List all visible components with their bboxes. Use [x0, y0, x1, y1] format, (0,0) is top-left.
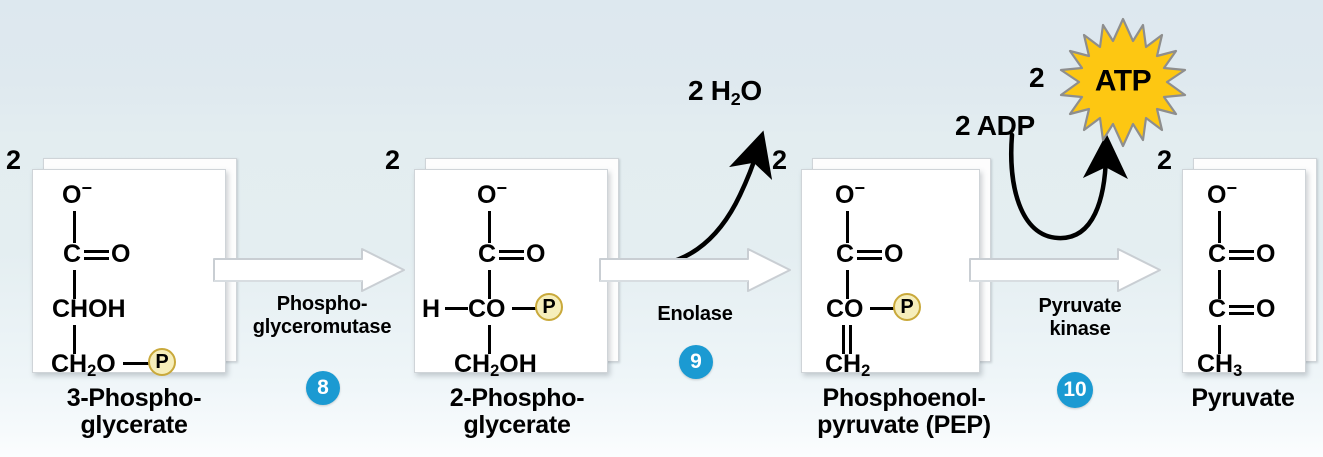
- enzyme-label-line1: Pyruvate: [1038, 295, 1122, 317]
- enzyme-label-line2: kinase: [1049, 318, 1111, 340]
- atom-group-ch2: CH2: [825, 350, 871, 380]
- bond-o-to-c1: [73, 211, 76, 243]
- phosphate-group-icon: P: [535, 293, 563, 321]
- atom-oxygen-top: O−: [62, 178, 92, 209]
- atom-carbon-1: C: [836, 240, 855, 268]
- atom-group-co: CO: [468, 295, 506, 323]
- atom-group-choh: CHOH: [52, 295, 126, 323]
- enzyme-label-line1: Enolase: [657, 303, 733, 325]
- bond-double-c1-o: [1229, 250, 1254, 260]
- atom-oxygen-top: O−: [477, 178, 507, 209]
- molecule-card-phosphoenolpyruvate: O− C O CO P CH2: [801, 158, 991, 379]
- atom-oxygen-carbonyl: O: [526, 240, 546, 268]
- molecule-2-multiplier: 2: [385, 145, 400, 175]
- atom-carbon-1: C: [478, 240, 497, 268]
- enzyme-label-pyruvate-kinase: Pyruvate kinase: [1000, 295, 1160, 341]
- step-badge-9: 9: [679, 345, 713, 379]
- atom-oxygen-carbonyl-1: O: [1256, 240, 1276, 268]
- reaction-arrow-step-8: [212, 247, 406, 293]
- compound-label-line1: Phosphoenol-: [822, 384, 986, 412]
- compound-label-phosphoenolpyruvate: Phosphoenol- pyruvate (PEP): [760, 385, 1048, 439]
- reaction-arrow-step-9: [598, 247, 792, 293]
- bond-double-c2-o: [1229, 305, 1254, 315]
- bond-o-to-c1: [488, 211, 491, 243]
- atom-carbon-1: C: [63, 240, 82, 268]
- molecule-1-multiplier: 2: [6, 145, 21, 175]
- atom-oxygen-top: O−: [1207, 178, 1237, 209]
- molecule-structure-2-phosphoglycerate: O− C O H CO P CH2OH: [414, 169, 608, 379]
- water-product-label: 2 H2O: [688, 75, 762, 109]
- bond-o-to-phosphate: [123, 362, 149, 365]
- compound-label-line2: pyruvate (PEP): [817, 411, 991, 439]
- molecule-card-pyruvate: O− C O C O CH3: [1182, 158, 1317, 379]
- compound-label-line1: 3-Phospho-: [66, 384, 202, 412]
- molecule-card-2-phosphoglycerate: O− C O H CO P CH2OH: [414, 158, 619, 379]
- atom-hydrogen-left: H: [422, 295, 441, 323]
- reaction-arrow-step-10: [968, 247, 1162, 293]
- bond-c1-to-c2: [846, 270, 849, 299]
- bond-double-c2-c3: [842, 325, 852, 354]
- molecule-card-front: [32, 169, 226, 373]
- atp-count-label: 2: [1029, 62, 1045, 93]
- molecule-structure-phosphoenolpyruvate: O− C O CO P CH2: [801, 169, 980, 379]
- atom-oxygen-carbonyl-2: O: [1256, 295, 1276, 323]
- bond-o-to-c1: [1218, 211, 1221, 243]
- adp-to-atp-curved-arrow: [1000, 130, 1150, 260]
- atom-group-ch2oh: CH2OH: [454, 350, 537, 380]
- atom-carbon-2: C: [1208, 295, 1227, 323]
- molecule-card-front: [414, 169, 608, 373]
- molecule-card-3-phosphoglycerate: O− C O CHOH CH2O P: [32, 158, 237, 379]
- enzyme-label-phosphoglyceromutase: Phospho- glyceromutase: [238, 293, 406, 339]
- molecule-3-multiplier: 2: [772, 145, 787, 175]
- compound-label-3-phosphoglycerate: 3-Phospho- glycerate: [0, 385, 268, 439]
- bond-double-c1-o: [499, 250, 524, 260]
- molecule-card-front: [801, 169, 980, 373]
- molecule-4-multiplier: 2: [1157, 145, 1172, 175]
- atom-group-ch3: CH3: [1197, 350, 1243, 380]
- bond-c2-to-c3: [73, 325, 76, 354]
- bond-double-c1-o: [84, 250, 109, 260]
- atom-oxygen-carbonyl: O: [111, 240, 131, 268]
- bond-c1-to-c2: [488, 270, 491, 299]
- compound-label-line1: 2-Phospho-: [449, 384, 585, 412]
- phosphate-group-icon: P: [893, 293, 921, 321]
- bond-o-to-phosphate: [512, 307, 536, 310]
- molecule-structure-pyruvate: O− C O C O CH3: [1182, 169, 1306, 379]
- compound-label-line1: Pyruvate: [1191, 384, 1295, 412]
- atp-label: ATP: [1094, 64, 1152, 98]
- compound-label-line2: glycerate: [463, 411, 571, 439]
- bond-c1-to-c2: [73, 270, 76, 299]
- adp-substrate-label: 2 ADP: [955, 110, 1035, 141]
- atom-carbon-1: C: [1208, 240, 1227, 268]
- molecule-card-front: [1182, 169, 1306, 373]
- step-badge-10: 10: [1057, 372, 1093, 408]
- bond-h-to-c2: [445, 307, 468, 310]
- enzyme-label-line2: glyceromutase: [252, 316, 392, 338]
- atom-oxygen-carbonyl: O: [884, 240, 904, 268]
- compound-label-line2: glycerate: [80, 411, 188, 439]
- step-badge-8: 8: [306, 371, 340, 405]
- molecule-structure-3-phosphoglycerate: O− C O CHOH CH2O P: [32, 169, 226, 379]
- phosphate-group-icon: P: [148, 348, 176, 376]
- bond-c1-to-c2: [1218, 270, 1221, 299]
- atom-group-ch2o: CH2O: [51, 350, 116, 380]
- compound-label-pyruvate: Pyruvate: [1163, 385, 1323, 412]
- compound-label-2-phosphoglycerate: 2-Phospho- glycerate: [383, 385, 651, 439]
- bond-c2-to-c3: [488, 325, 491, 354]
- enzyme-label-enolase: Enolase: [625, 303, 765, 326]
- atom-group-co: CO: [826, 295, 864, 323]
- atp-starburst: ATP: [1057, 16, 1189, 148]
- bond-o-to-phosphate: [870, 307, 894, 310]
- bond-c2-to-c3: [1218, 325, 1221, 354]
- bond-o-to-c1: [846, 211, 849, 243]
- bond-double-c1-o: [857, 250, 882, 260]
- enzyme-label-line1: Phospho-: [276, 293, 368, 315]
- atom-oxygen-top: O−: [835, 178, 865, 209]
